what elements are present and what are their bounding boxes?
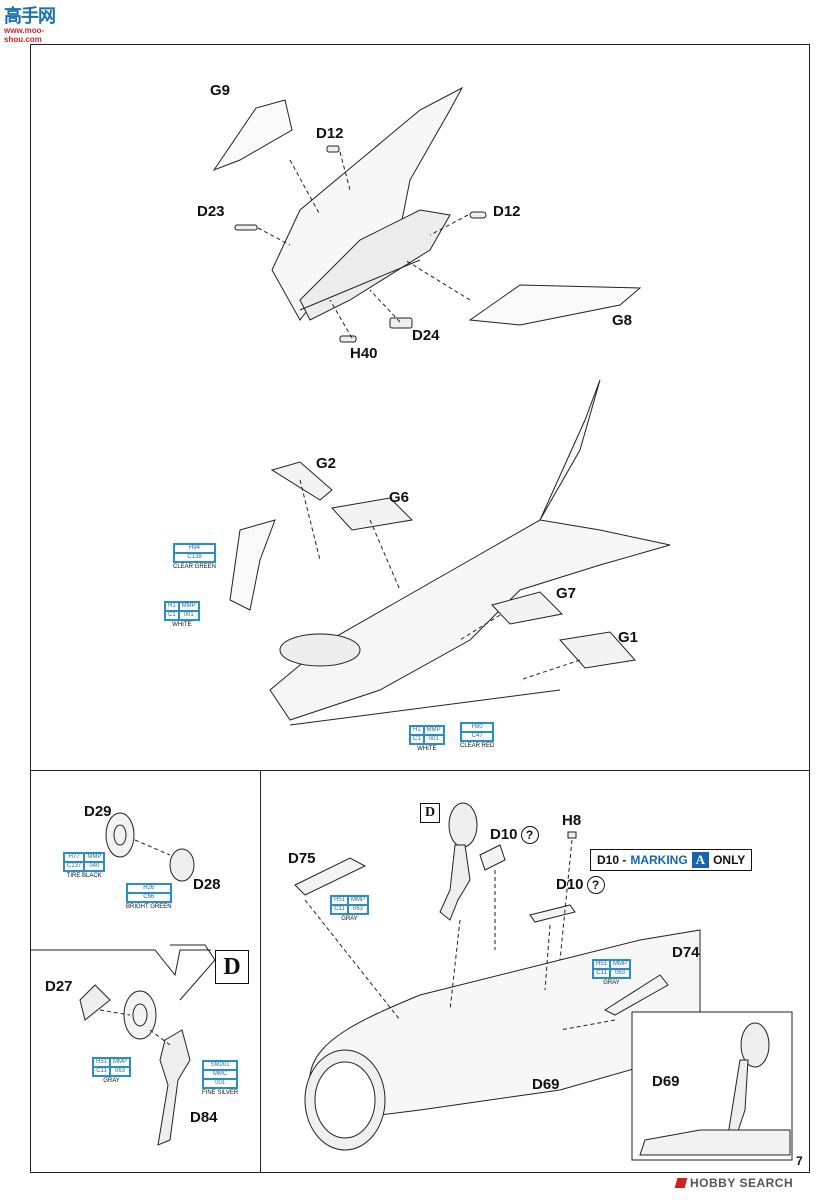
paint-code: MMP (348, 896, 369, 905)
watermark-logo: 高手网 www.moo-shou.com (4, 2, 74, 44)
paint-code: MMC (203, 1070, 238, 1079)
paint-code: C47 (461, 732, 494, 741)
paint-code: H94 (174, 544, 216, 553)
paint-code: 001 (423, 735, 444, 744)
part-label-d10-lower: D10? (556, 876, 605, 895)
part-label-d24: D24 (412, 327, 440, 344)
step-box-d-left: D (215, 950, 249, 984)
part-label-d12-upper: D12 (316, 125, 344, 142)
paint-callout-white-bottom: H1 MMP C1 001 WHITE (409, 725, 445, 753)
paint-code: H26 (127, 884, 171, 893)
paint-name: FINE SILVER (202, 1090, 239, 1096)
part-label-d12-right: D12 (493, 203, 521, 220)
paint-code: H51 (93, 1058, 111, 1067)
paint-callout-clear-green: H94 C138 CLEAR GREEN (173, 543, 217, 571)
part-label-text: D10 (490, 826, 518, 843)
paint-code: C137 (64, 862, 85, 871)
paint-code: H51 (331, 896, 349, 905)
paint-code: H1 (165, 602, 179, 611)
part-label-text: D10 (556, 876, 584, 893)
paint-code: H90 (461, 723, 494, 732)
part-label-d69-main: D69 (532, 1076, 560, 1093)
paint-code: 040 (84, 862, 105, 871)
paint-code: C66 (127, 893, 171, 902)
paint-code: C11 (93, 1067, 111, 1076)
paint-code: MMP (84, 853, 105, 862)
paint-code: 063 (610, 969, 631, 978)
paint-callout-gray-d74: H51 MMP C11 063 GRAY (592, 959, 632, 987)
part-label-g7: G7 (556, 585, 577, 602)
part-label-g9: G9 (210, 82, 231, 99)
part-label-d10-upper: D10? (490, 826, 539, 845)
paint-code: 063 (110, 1067, 131, 1076)
paint-code: H1 (410, 726, 424, 735)
part-label-d23: D23 (197, 203, 225, 220)
paint-callout-white-left: H1 MMP C1 001 WHITE (164, 601, 200, 629)
watermark-brand-text: HOBBY SEARCH (690, 1176, 794, 1190)
marking-note-word: MARKING (630, 853, 688, 867)
part-label-d27: D27 (45, 978, 73, 995)
paint-code: C1 (165, 611, 179, 620)
paint-code: MMP (110, 1058, 131, 1067)
part-label-d75: D75 (288, 850, 316, 867)
paint-name: GRAY (341, 916, 358, 922)
marking-note-suffix: ONLY (713, 853, 746, 867)
part-label-g6: G6 (389, 489, 410, 506)
paint-callout-gray-left: H51 MMP C11 063 GRAY (92, 1057, 132, 1085)
paint-code: H51 (593, 960, 611, 969)
part-label-d84: D84 (190, 1109, 218, 1126)
paint-code: C138 (174, 553, 216, 562)
paint-code: MMP (610, 960, 631, 969)
part-label-g1: G1 (618, 629, 639, 646)
paint-callout-fine-silver: SM201 MMC 001 FINE SILVER (202, 1060, 239, 1097)
part-label-g8: G8 (612, 312, 633, 329)
watermark-logo-text: 高手网 (4, 6, 56, 27)
paint-code: 001 (203, 1079, 238, 1088)
paint-code: C1 (410, 735, 424, 744)
paint-code: SM201 (203, 1061, 238, 1070)
paint-code: H77 (64, 853, 85, 862)
paint-callout-bright-green: H26 C66 BRIGHT GREEN (126, 883, 172, 911)
paint-name: CLEAR GREEN (173, 564, 217, 570)
part-label-d28: D28 (193, 876, 221, 893)
page-number: 7 (796, 1154, 803, 1168)
paint-name: WHITE (172, 622, 192, 628)
paint-name: TIRE BLACK (66, 873, 102, 879)
marking-badge: A (691, 852, 710, 868)
watermark-brand: HOBBY SEARCH (674, 1176, 794, 1190)
part-label-d69-inset: D69 (652, 1073, 680, 1090)
paint-code: MMP (178, 602, 199, 611)
paint-callout-tire-black: H77 MMP C137 040 TIRE BLACK (63, 852, 106, 880)
paint-name: GRAY (603, 980, 620, 986)
marking-note-prefix: D10 - (597, 853, 627, 867)
paint-code: C11 (331, 905, 349, 914)
part-label-d74: D74 (672, 944, 700, 961)
question-mark-icon: ? (520, 826, 539, 845)
paint-callout-gray-d75: H51 MMP C11 063 GRAY (330, 895, 370, 923)
step-box-d-right: D (420, 803, 440, 823)
paint-name: CLEAR RED (460, 743, 495, 749)
right-diagram-frame (260, 770, 810, 1173)
question-mark-icon: ? (586, 876, 605, 895)
paint-code: 001 (178, 611, 199, 620)
paint-name: WHITE (417, 746, 437, 752)
watermark-domain: www.moo-shou.com (4, 26, 45, 44)
part-label-d29: D29 (84, 803, 112, 820)
paint-code: MMP (423, 726, 444, 735)
paint-name: GRAY (103, 1078, 120, 1084)
part-label-h40: H40 (350, 345, 378, 362)
part-label-h8: H8 (562, 812, 582, 829)
paint-code: 063 (348, 905, 369, 914)
hobby-search-logo-icon (674, 1178, 688, 1188)
paint-name: BRIGHT GREEN (126, 904, 172, 910)
paint-code: C11 (593, 969, 611, 978)
part-label-g2: G2 (316, 455, 337, 472)
paint-callout-clear-red: H90 C47 CLEAR RED (460, 722, 495, 750)
marking-note: D10 - MARKING A ONLY (590, 849, 753, 871)
